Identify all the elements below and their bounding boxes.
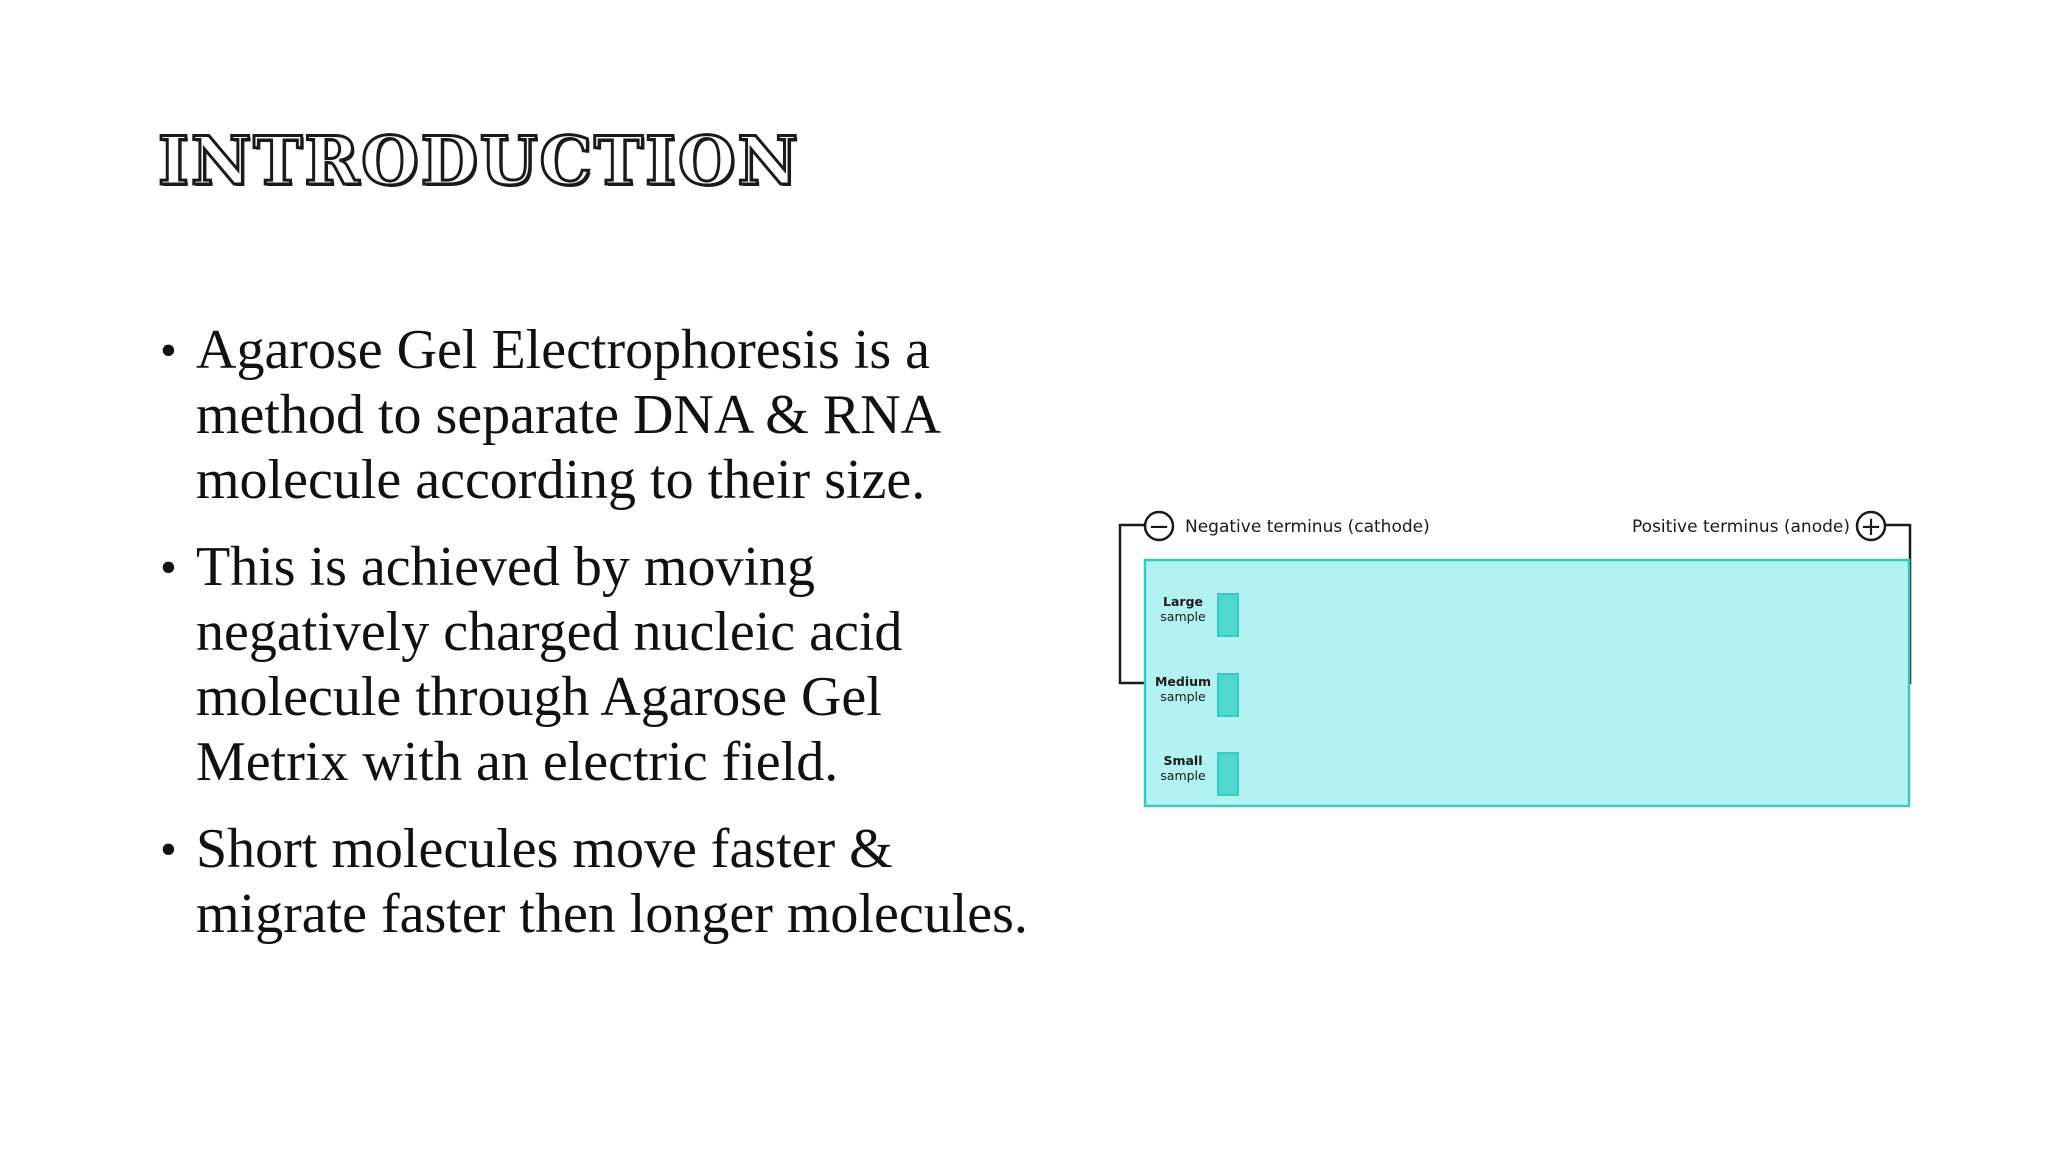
negative-terminal-icon	[1143, 510, 1175, 542]
sample-sublabel-medium: sample	[1160, 689, 1206, 704]
bullet-list: • Agarose Gel Electrophoresis is a metho…	[158, 318, 1038, 969]
slide-title: INTRODUCTION	[157, 122, 800, 200]
diagram-svg: − + Negative terminus (cathode) Positive…	[1118, 510, 1912, 808]
sample-sublabel-small: sample	[1160, 768, 1206, 783]
positive-terminal-symbol: +	[1860, 512, 1882, 542]
sample-label-large: Large	[1163, 594, 1203, 609]
sample-well-medium	[1217, 673, 1239, 717]
sample-sublabel-large: sample	[1160, 609, 1206, 624]
bullet-icon: •	[160, 823, 177, 876]
bullet-icon: •	[160, 541, 177, 594]
sample-well-small	[1217, 752, 1239, 796]
bullet-text: This is achieved by moving negatively ch…	[196, 536, 903, 793]
electrophoresis-diagram: − + Negative terminus (cathode) Positive…	[1092, 505, 1938, 819]
negative-terminal-label: Negative terminus (cathode)	[1185, 517, 1430, 537]
bullet-item: • This is achieved by moving negatively …	[158, 535, 1038, 795]
cathode-wire	[1118, 523, 1145, 685]
sample-label-small: Small	[1163, 753, 1202, 768]
gel-matrix	[1143, 558, 1911, 808]
bullet-text: Agarose Gel Electrophoresis is a method …	[196, 319, 938, 511]
bullet-item: • Short molecules move faster & migrate …	[158, 817, 1038, 947]
sample-well-large	[1217, 593, 1239, 637]
negative-terminal-symbol: −	[1148, 512, 1170, 542]
bullet-text: Short molecules move faster & migrate fa…	[196, 818, 1028, 945]
bullet-item: • Agarose Gel Electrophoresis is a metho…	[158, 318, 1038, 513]
positive-terminal-icon	[1855, 510, 1887, 542]
sample-label-medium: Medium	[1155, 674, 1211, 689]
bullet-icon: •	[160, 324, 177, 377]
positive-terminal-label: Positive terminus (anode)	[1632, 517, 1850, 537]
